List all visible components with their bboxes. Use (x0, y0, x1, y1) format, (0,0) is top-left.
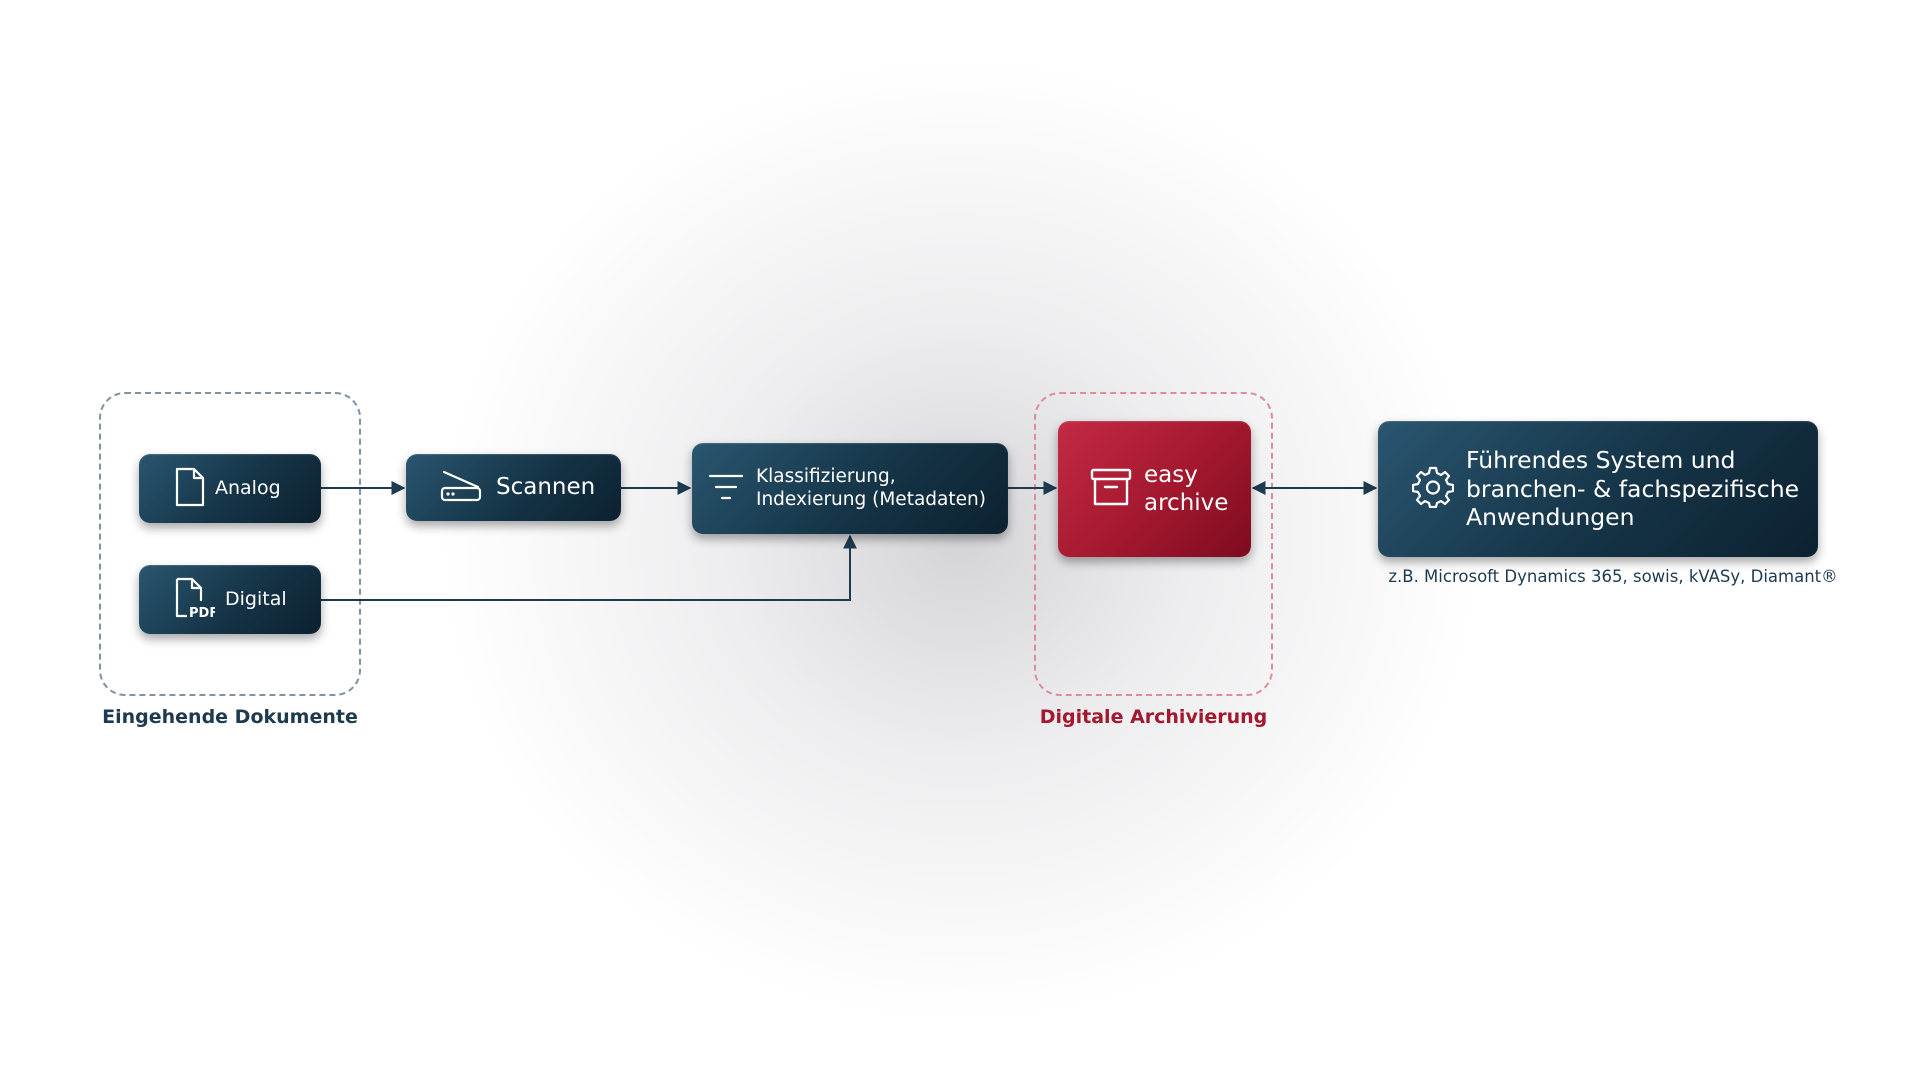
gear-icon (1411, 466, 1455, 512)
scanner-icon (440, 470, 482, 506)
node-leading-system: Führendes System und branchen- & fachspe… (1378, 421, 1818, 557)
document-icon (175, 467, 205, 511)
node-scan: Scannen (406, 454, 621, 521)
node-digital: PDF Digital (139, 565, 321, 634)
node-leading-system-label: Führendes System und branchen- & fachspe… (1466, 446, 1800, 532)
arrow-digital-to-classify (321, 534, 857, 601)
node-analog: Analog (139, 454, 321, 523)
node-classify-label: Klassifizierung, Indexierung (Metadaten) (756, 465, 986, 510)
node-classify: Klassifizierung, Indexierung (Metadaten) (692, 443, 1008, 534)
node-digital-label: Digital (225, 587, 287, 610)
svg-text:PDF: PDF (189, 606, 215, 619)
digital-archiving-caption: Digitale Archivierung (1039, 706, 1268, 728)
node-scan-label: Scannen (496, 474, 596, 501)
incoming-documents-group (99, 392, 361, 696)
node-analog-label: Analog (215, 476, 281, 499)
archive-box-icon (1090, 468, 1132, 510)
filter-icon (708, 472, 744, 506)
incoming-documents-caption: Eingehende Dokumente (102, 706, 358, 728)
digital-archiving-group (1034, 392, 1273, 696)
node-easy-archive-label: easy archive (1144, 461, 1229, 516)
system-examples-note: z.B. Microsoft Dynamics 365, sowis, kVAS… (1388, 567, 1838, 586)
pdf-document-icon: PDF (175, 577, 218, 623)
node-easy-archive: easy archive (1058, 421, 1251, 557)
